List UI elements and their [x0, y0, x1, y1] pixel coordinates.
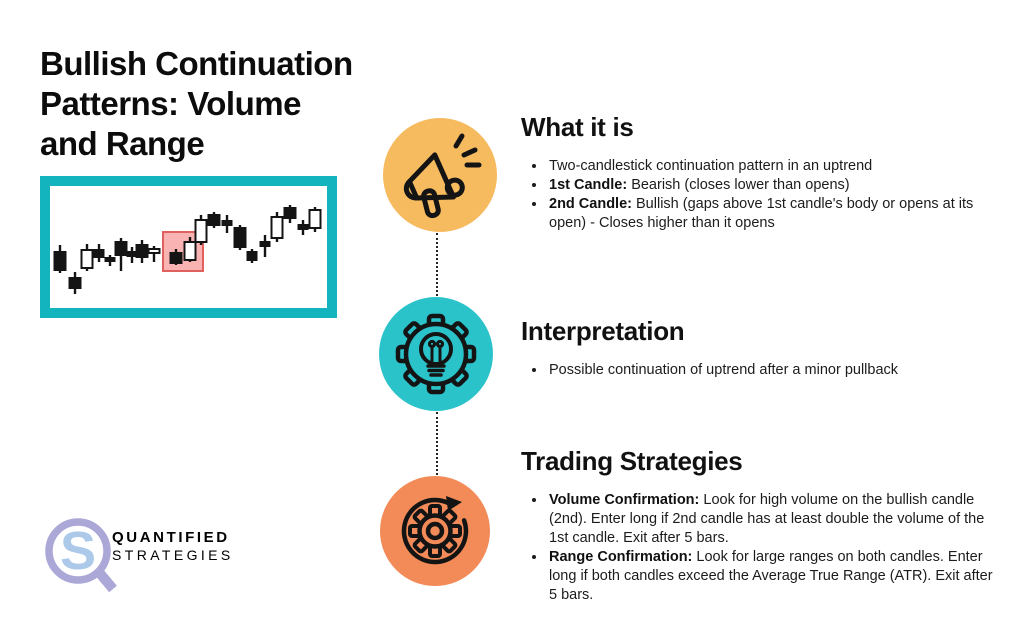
- bullet-item: Range Confirmation: Look for large range…: [547, 548, 999, 605]
- bear-candle: [207, 212, 221, 228]
- bullet-item: 2nd Candle: Bullish (gaps above 1st cand…: [547, 195, 999, 233]
- candlestick-chart: [40, 176, 337, 318]
- bear-candle: [169, 249, 183, 265]
- bear-candle: [297, 220, 309, 235]
- dotted-connector: [436, 233, 438, 296]
- page-title-line: Bullish Continuation: [40, 45, 353, 82]
- bear-candle: [246, 249, 258, 263]
- bear-candle: [93, 244, 105, 262]
- candles-layer: [53, 205, 322, 294]
- bear-candle: [233, 225, 247, 250]
- bear-candle: [259, 235, 271, 257]
- bear-candle: [114, 238, 128, 271]
- logo-wordmark-line2: STRATEGIES: [112, 547, 234, 563]
- bull-candle: [270, 212, 284, 242]
- bullet-item: Volume Confirmation: Look for high volum…: [547, 491, 999, 548]
- section-interpretation: Interpretation Possible continuation of …: [521, 314, 1003, 380]
- section-bullet-list: Possible continuation of uptrend after a…: [529, 361, 999, 380]
- bullet-item: Possible continuation of uptrend after a…: [547, 361, 999, 380]
- page-title-line: Patterns: Volume: [40, 85, 301, 122]
- bullet-item: Two-candlestick continuation pattern in …: [547, 157, 999, 176]
- section-what-it-is: What it is Two-candlestick continuation …: [521, 110, 1003, 233]
- section-bullet-list: Two-candlestick continuation pattern in …: [529, 157, 999, 233]
- dotted-connector: [436, 412, 438, 475]
- gear-lightbulb-icon: [379, 297, 493, 411]
- bull-candle: [80, 244, 94, 271]
- bull-candle: [147, 246, 161, 262]
- bull-candle: [194, 215, 208, 245]
- bear-candle: [221, 215, 233, 233]
- bear-candle: [68, 272, 82, 294]
- bull-candle: [308, 207, 322, 232]
- section-heading: Interpretation: [521, 316, 685, 346]
- section-heading: What it is: [521, 112, 634, 142]
- logo-s-letter: S: [60, 521, 96, 581]
- section-bullet-list: Volume Confirmation: Look for high volum…: [529, 491, 999, 605]
- quantified-strategies-logo: S QUANTIFIED STRATEGIES: [42, 502, 282, 607]
- megaphone-icon: [383, 118, 497, 232]
- bullet-item: 1st Candle: Bearish (closes lower than o…: [547, 176, 999, 195]
- bull-candle: [183, 237, 197, 262]
- bear-candle: [283, 205, 297, 223]
- page-title-line: and Range: [40, 125, 205, 162]
- section-trading-strategies: Trading Strategies Volume Confirmation: …: [521, 444, 1003, 605]
- section-heading: Trading Strategies: [521, 446, 743, 476]
- bear-candle: [104, 255, 116, 266]
- logo-wordmark-line1: QUANTIFIED: [112, 529, 230, 546]
- gear-cycle-icon: [380, 476, 490, 586]
- logo-q-monogram: S: [45, 518, 117, 593]
- bear-candle: [53, 245, 67, 273]
